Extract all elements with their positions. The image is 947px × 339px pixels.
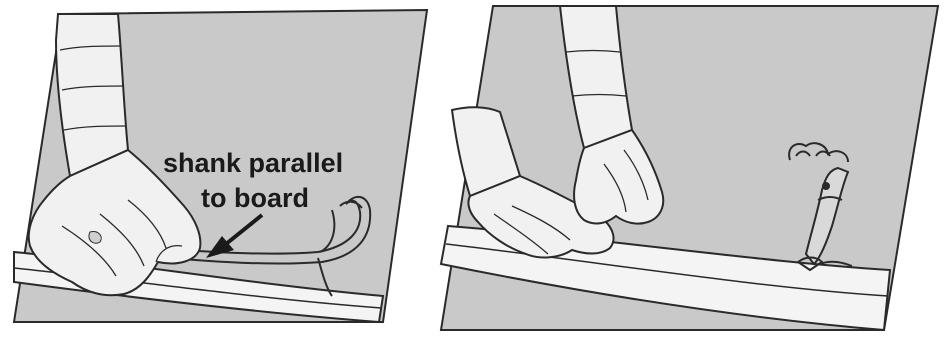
left-panel: shank parallel to board — [14, 10, 427, 322]
left-arm-sleeve — [56, 14, 128, 176]
right-panel — [441, 6, 938, 330]
annotation-to-board: to board — [201, 183, 309, 213]
annotation-shank-parallel: shank parallel — [163, 148, 343, 178]
